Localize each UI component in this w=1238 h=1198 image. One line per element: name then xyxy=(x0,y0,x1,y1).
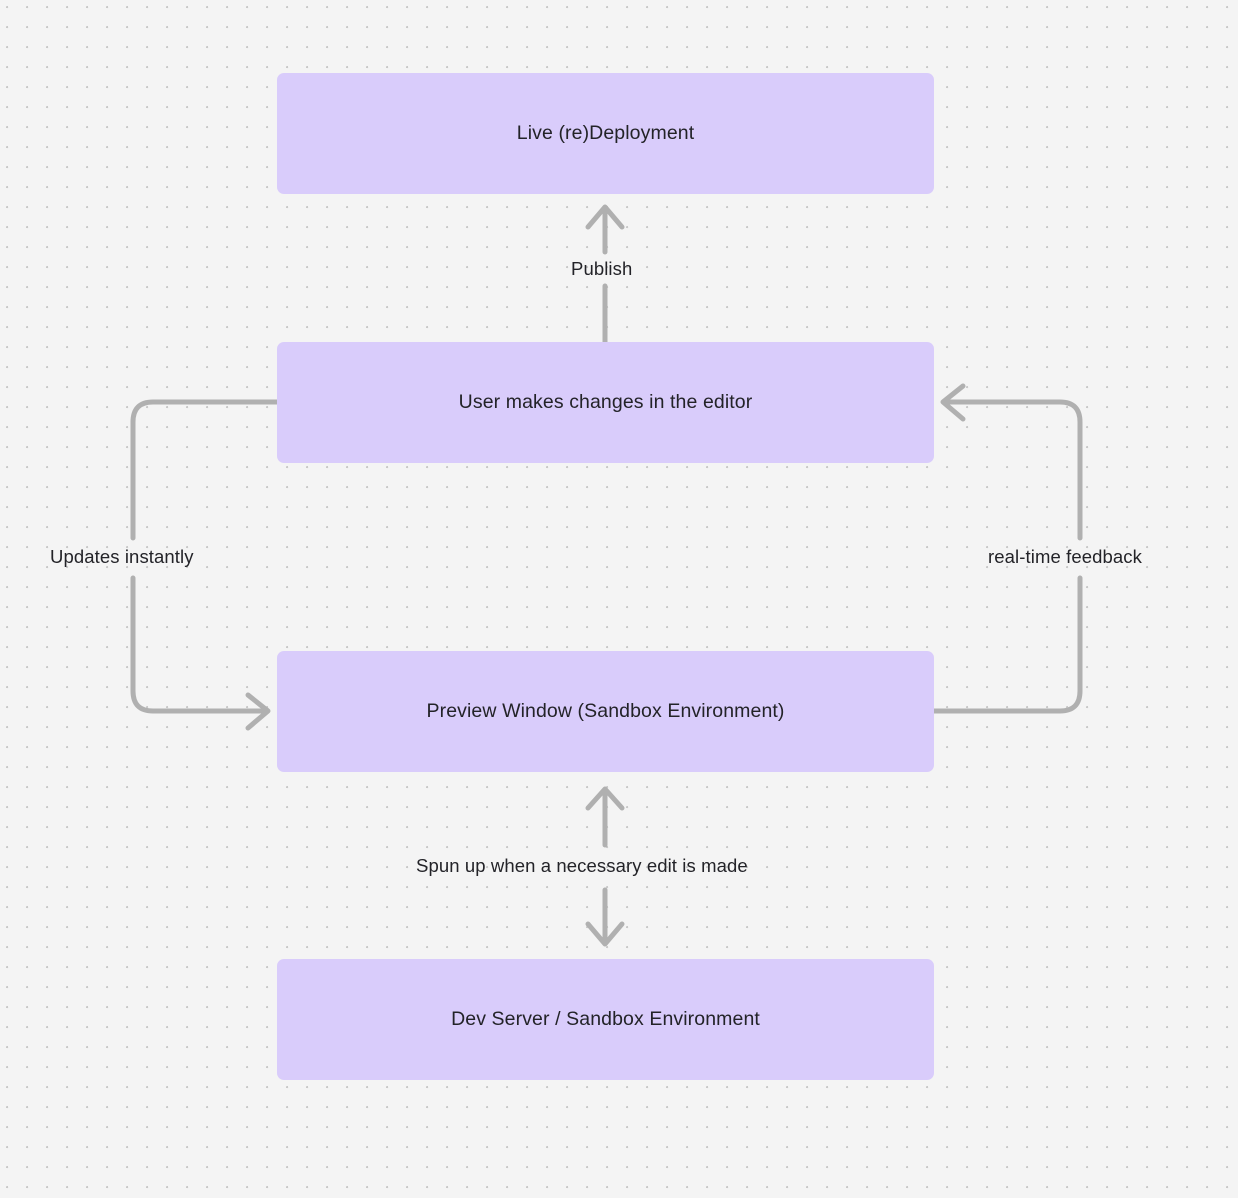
node-preview-window[interactable]: Preview Window (Sandbox Environment) xyxy=(277,651,934,772)
edge-realtime-upper-segment xyxy=(946,399,1083,541)
node-live-redeployment[interactable]: Live (re)Deployment xyxy=(277,73,934,194)
edge-spun-arrowhead-up xyxy=(585,786,625,811)
node-dev-server[interactable]: Dev Server / Sandbox Environment xyxy=(277,959,934,1080)
node-user-makes-changes-label: User makes changes in the editor xyxy=(458,390,753,413)
edge-updates-upper-segment xyxy=(130,399,280,541)
node-live-redeployment-label: Live (re)Deployment xyxy=(516,121,695,144)
edge-label-realtime-feedback: real-time feedback xyxy=(988,546,1142,567)
edge-publish-arrowhead-up xyxy=(585,204,625,230)
node-preview-window-label: Preview Window (Sandbox Environment) xyxy=(426,699,785,722)
edge-realtime-arrowhead-left xyxy=(940,383,966,422)
edge-label-updates-instantly: Updates instantly xyxy=(50,546,194,567)
edge-updates-arrowhead-right xyxy=(245,692,271,731)
edge-label-spun-up: Spun up when a necessary edit is made xyxy=(416,855,748,876)
edge-spun-arrowhead-down xyxy=(585,921,625,947)
edge-realtime-lower-segment xyxy=(931,575,1083,714)
node-user-makes-changes[interactable]: User makes changes in the editor xyxy=(277,342,934,463)
node-dev-server-label: Dev Server / Sandbox Environment xyxy=(451,1007,760,1030)
edge-label-publish: Publish xyxy=(571,258,633,279)
edge-updates-lower-segment xyxy=(130,575,265,714)
